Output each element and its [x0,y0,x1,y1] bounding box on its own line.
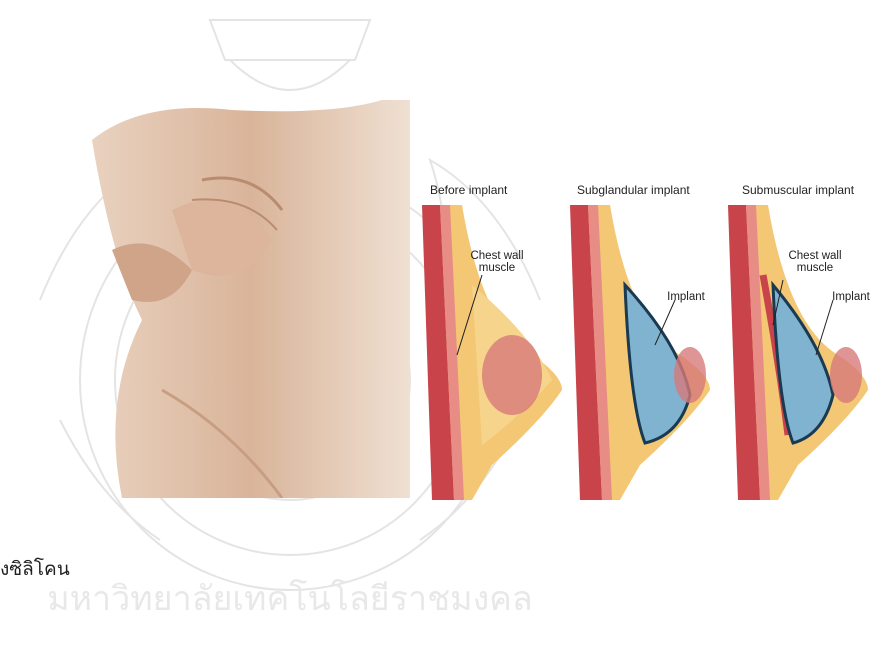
callout-chest-wall-muscle-1: Chest wall muscle [462,250,532,274]
label-subglandular-implant: Subglandular implant [577,183,690,197]
callout-chest-wall-muscle-2: Chest wall muscle [780,250,850,274]
callout-implant-subglandular: Implant [661,291,711,303]
diagram-subglandular-implant [560,205,720,500]
label-before-implant: Before implant [430,183,507,197]
label-submuscular-implant: Submuscular implant [742,183,854,197]
figure-caption: งซิลิโคน [0,554,70,584]
watermark-text: มหาวิทยาลัยเทคโนโลยีราชมงคล [47,579,533,619]
torso-photo [82,100,410,498]
callout-implant-submuscular: Implant [826,291,876,303]
